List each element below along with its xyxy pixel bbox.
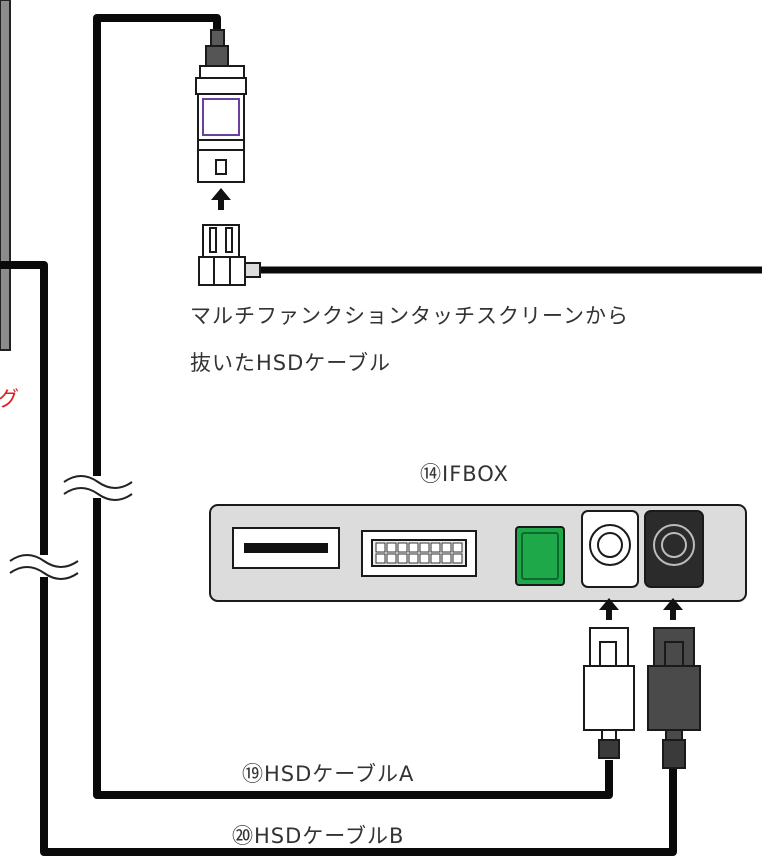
original-cable-label-line1: マルチファンクションタッチスクリーンから: [190, 304, 629, 328]
cable-a-label: ⑲HSDケーブルA: [242, 762, 415, 786]
ifbox-unit: [209, 504, 747, 602]
red-annotation-fragment: グ: [0, 387, 19, 411]
header-pin: [397, 553, 408, 564]
header-pin: [408, 553, 419, 564]
header-pin: [386, 542, 397, 553]
arrow-up-icon: [663, 598, 683, 620]
original-cable-label-line2: 抜いたHSDケーブル: [190, 351, 392, 375]
original-hsd-plug: [198, 224, 261, 286]
header-pin: [430, 553, 441, 564]
ifbox-label: ⑭IFBOX: [420, 462, 509, 486]
pin-header-grid: [375, 542, 463, 564]
upper-socket-connector: [195, 29, 247, 183]
header-pin: [408, 542, 419, 553]
break-mark-1: [62, 475, 134, 501]
cable-b-plug: [647, 627, 701, 769]
header-pin: [397, 542, 408, 553]
cable-a-plug: [583, 627, 635, 759]
header-pin: [441, 553, 452, 564]
header-pin: [452, 542, 463, 553]
header-pin: [430, 542, 441, 553]
left-panel-edge: [0, 0, 11, 351]
break-mark-2: [8, 554, 80, 580]
header-pin: [419, 542, 430, 553]
header-pin: [375, 553, 386, 564]
arrow-up-icon: [599, 598, 619, 620]
header-pin: [441, 542, 452, 553]
arrow-up-icon: [211, 188, 231, 210]
cable-a-path: [93, 14, 613, 799]
header-pin: [452, 553, 463, 564]
header-pin: [419, 553, 430, 564]
header-pin: [386, 553, 397, 564]
cable-b-path: [0, 261, 677, 856]
cable-b-label: ⑳HSDケーブルB: [232, 824, 405, 848]
header-pin: [375, 542, 386, 553]
